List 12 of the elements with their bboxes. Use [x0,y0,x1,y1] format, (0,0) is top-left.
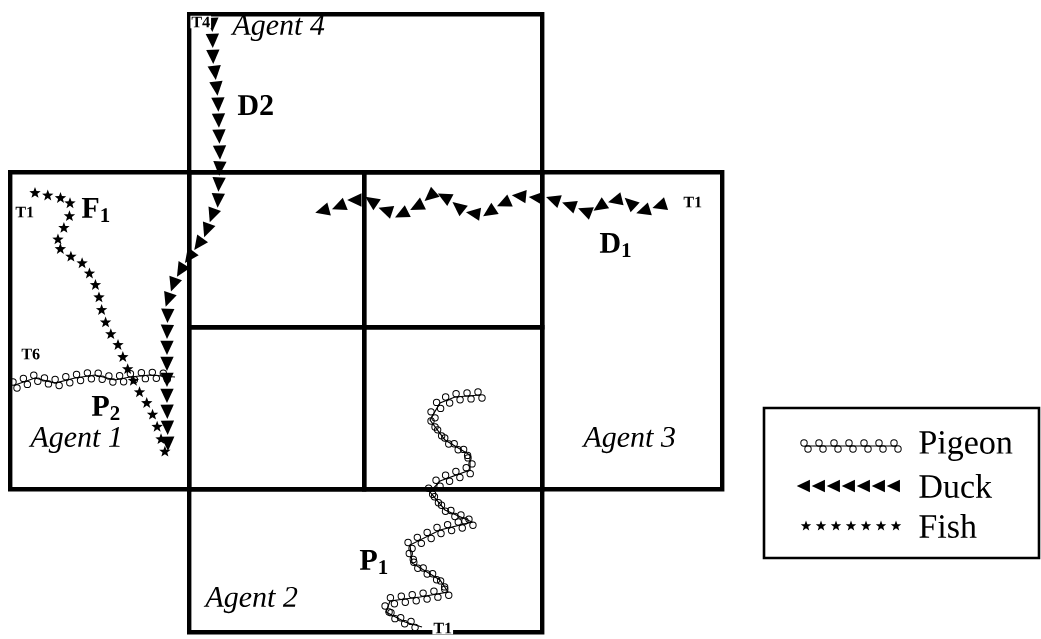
legend-label: Pigeon [919,431,1013,461]
track-label: D$_{1}$ [598,232,634,258]
track-label: P$_{1}$ [358,549,391,575]
track-label: T1 [14,205,36,219]
track-label: F$_{1}$ [80,197,113,223]
legend-label: Fish [919,514,977,538]
track-label: T1 [682,195,704,209]
track-label: T1 [432,621,454,635]
track-label: D2 [236,94,276,116]
legend-label: Duck [919,474,993,498]
track-label: T6 [20,347,42,361]
track-label: P$_{2}$ [90,395,123,421]
